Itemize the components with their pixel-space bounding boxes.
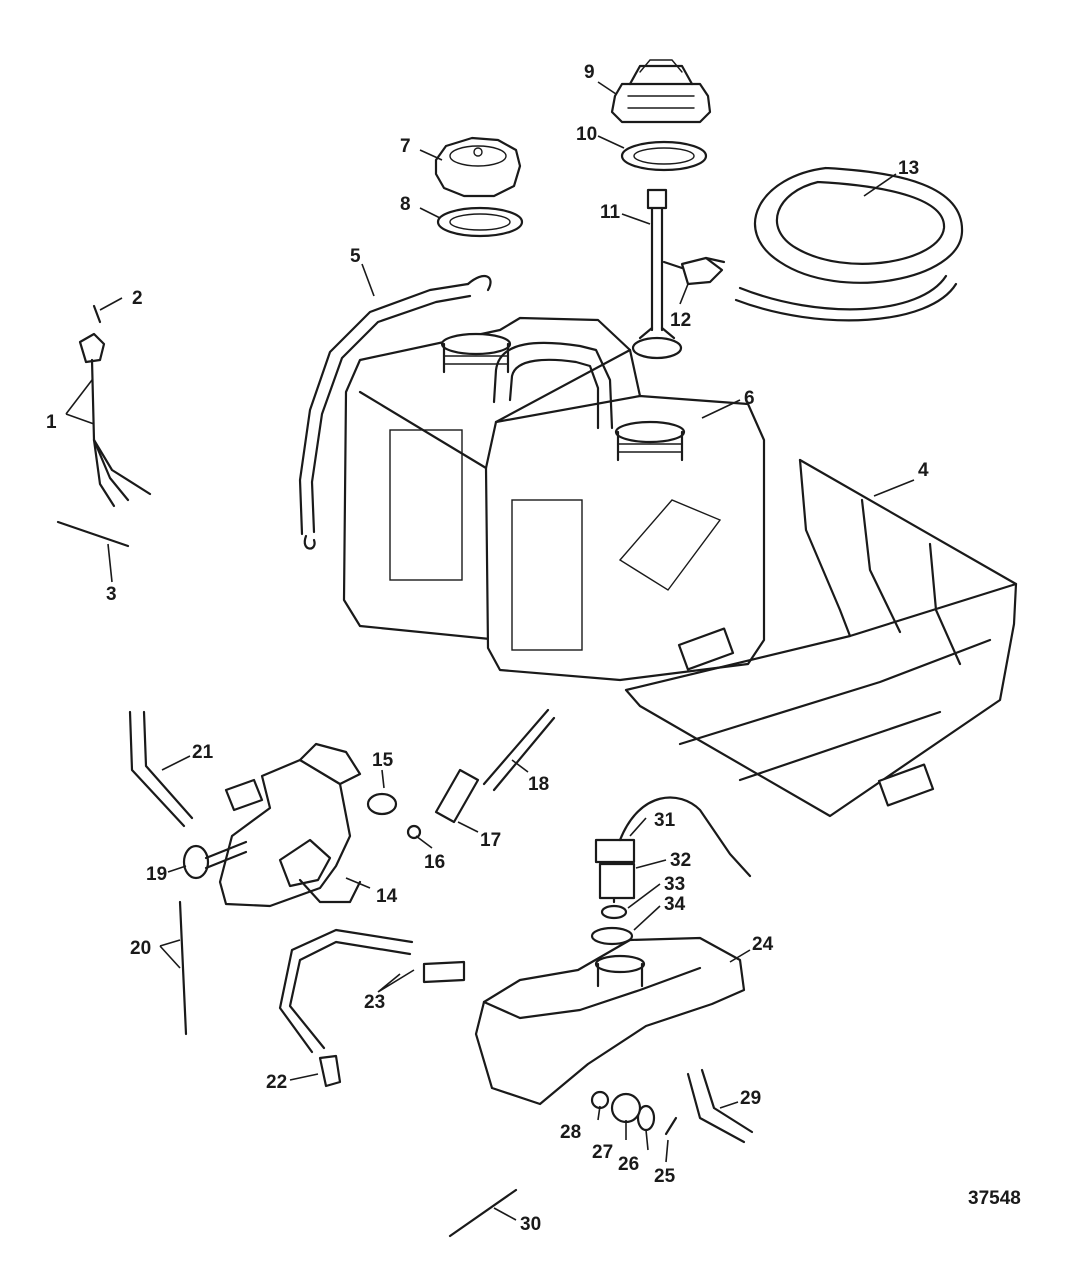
callout-27: 27 [592, 1142, 613, 1163]
part-11-pickup-tube [631, 188, 683, 360]
callout-5: 5 [350, 246, 361, 267]
part-30-tie-strap [448, 1188, 518, 1238]
part-3-tie-strap [56, 520, 130, 548]
part-16-o-ring [406, 824, 422, 840]
part-12-fitting [662, 256, 726, 286]
part-4-tray [624, 458, 1018, 818]
callout-13: 13 [898, 158, 919, 179]
callout-24: 24 [752, 934, 774, 955]
part-14-oil-pump [218, 742, 362, 908]
part-27-grommet [610, 1092, 642, 1124]
callout-29: 29 [740, 1088, 761, 1109]
part-24-oil-reservoir [474, 936, 746, 1106]
part-23-hose [278, 928, 414, 1054]
part-21-hose [128, 710, 194, 828]
callout-33: 33 [664, 874, 685, 895]
callout-7: 7 [400, 136, 411, 157]
callout-2: 2 [132, 288, 143, 309]
part-32-nut [598, 862, 636, 900]
leader-lines [65, 81, 915, 1221]
figure-id: 37548 [968, 1188, 1021, 1209]
callout-26: 26 [618, 1154, 639, 1175]
part-28-bushing [590, 1090, 610, 1110]
callout-9: 9 [584, 62, 595, 83]
part-15-seal [366, 792, 398, 816]
part-9-gauge-cap [610, 59, 712, 124]
part-29-hose [686, 1068, 754, 1144]
callout-14: 14 [376, 886, 398, 907]
part-22-tee [318, 1054, 342, 1088]
callout-12: 12 [670, 310, 691, 331]
callout-19: 19 [146, 864, 167, 885]
callout-32: 32 [670, 850, 691, 871]
callout-22: 22 [266, 1072, 287, 1093]
callout-25: 25 [654, 1166, 676, 1187]
callout-15: 15 [372, 750, 394, 771]
callout-1: 1 [46, 412, 57, 433]
part-10-gasket [620, 140, 708, 172]
part-2-screw [92, 304, 102, 324]
part-5-strap [298, 274, 492, 550]
callout-6: 6 [744, 388, 755, 409]
part-19-bolt [182, 840, 248, 880]
callout-28: 28 [560, 1122, 581, 1143]
part-18-shaft [482, 708, 556, 792]
part-17-bushing [434, 768, 480, 824]
callout-4: 4 [918, 460, 929, 481]
part-8-gasket [436, 206, 524, 238]
callout-11: 11 [600, 202, 621, 223]
callout-34: 34 [664, 894, 686, 915]
callout-16: 16 [424, 852, 445, 873]
callout-20: 20 [130, 938, 151, 959]
part-1-wiring-harness [78, 332, 152, 508]
part-25-screw [664, 1116, 678, 1136]
callout-8: 8 [400, 194, 411, 215]
part-7-fill-cap [434, 136, 522, 198]
callout-21: 21 [192, 742, 214, 763]
callout-23: 23 [364, 992, 385, 1013]
part-33-washer [600, 904, 628, 920]
part-34-o-ring [590, 926, 634, 946]
part-13-hose [734, 166, 964, 322]
callout-labels: 1 2 3 4 5 6 7 8 9 10 11 12 13 14 15 16 1… [46, 62, 1021, 1235]
part-20-link-rod [178, 900, 188, 1036]
callout-17: 17 [480, 830, 501, 851]
callout-18: 18 [528, 774, 549, 795]
callout-30: 30 [520, 1214, 541, 1235]
callout-3: 3 [106, 584, 117, 605]
callout-10: 10 [576, 124, 597, 145]
part-6-fuel-tank [342, 316, 766, 682]
callout-31: 31 [654, 810, 676, 831]
